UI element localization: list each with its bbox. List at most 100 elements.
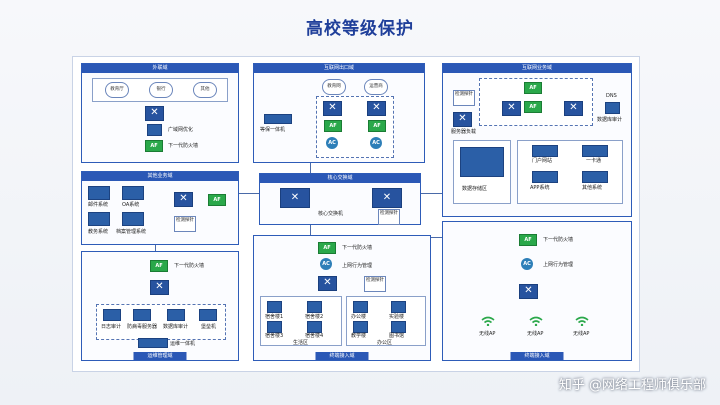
terminal-ac-icon: AC — [320, 258, 332, 270]
other-server-icon — [582, 171, 608, 183]
antivirus-icon — [133, 309, 151, 321]
exit-ac-left-icon: AC — [326, 137, 338, 149]
wifi-ap-1-icon — [481, 316, 495, 326]
load-balancer-icon: ✕ — [453, 112, 472, 127]
core-switch-left-icon: ✕ — [280, 188, 310, 208]
cloud-edu-network: 教育网 — [322, 79, 346, 95]
office-area: 办公楼 实验楼 教学楼 图书馆 办公区 — [346, 296, 426, 346]
dorm-1-label: 宿舍楼1 — [265, 314, 284, 320]
zone-internet-business-title: 互联网业务域 — [443, 64, 631, 73]
wifi-ap-3-icon — [575, 316, 589, 326]
ops-firewall-icon: AF — [150, 260, 168, 272]
storage-icon — [460, 147, 504, 177]
wifi-ap-2-label: 无线AP — [527, 331, 544, 337]
db-audit-icon — [167, 309, 185, 321]
dorm-2-label: 宿舍楼2 — [305, 314, 324, 320]
server-archive-icon — [122, 212, 144, 226]
core-switch-right-icon: ✕ — [372, 188, 402, 208]
wireless-switch-icon: ✕ — [519, 284, 538, 299]
zone-ops: AF 下一代防火墙 ✕ 日志审计 防病毒服务器 数据库审计 堡垒机 运维一体机 … — [81, 251, 239, 361]
terminal-ac-label: 上网行为管理 — [342, 263, 373, 269]
office-3-icon — [353, 321, 368, 333]
server-academic-label: 教务系统 — [88, 229, 109, 235]
dorm-4-icon — [307, 321, 322, 333]
dorm-3-icon — [267, 321, 282, 333]
zone-external: 外联域 教育厅 银行 其他 ✕ 广域网优化 AF 下一代防火墙 — [81, 63, 239, 163]
other-business-probe: 检测探针 — [174, 216, 196, 232]
link-core-terminal — [310, 223, 311, 235]
ops-switch-icon: ✕ — [150, 280, 169, 295]
core-switch-label: 核心交换机 — [318, 211, 344, 217]
wan-optimizer-label: 广域网优化 — [168, 127, 194, 133]
dorm-4-label: 宿舍楼4 — [305, 333, 324, 339]
cloud-other: 其他 — [193, 82, 217, 98]
cloud-bank: 银行 — [149, 82, 173, 98]
server-oa-icon — [122, 186, 144, 200]
zone-wireless-access-title: 终端接入域 — [510, 352, 564, 360]
wifi-ap-2-icon — [529, 316, 543, 326]
terminal-probe: 检测探针 — [364, 276, 386, 292]
network-diagram: 外联域 教育厅 银行 其他 ✕ 广域网优化 AF 下一代防火墙 互联网出口域 教… — [72, 56, 640, 372]
portal-server-icon — [532, 145, 558, 157]
external-cloud-group: 教育厅 银行 其他 — [92, 78, 228, 102]
business-core-group: AF ✕ ✕ AF — [479, 78, 593, 126]
zone-other-business-title: 其他业务域 — [82, 172, 238, 181]
bastion-label: 堡垒机 — [201, 324, 217, 330]
ops-appliance-icon — [138, 338, 168, 348]
exit-firewall-right-icon: AF — [368, 120, 386, 132]
other-business-switch-icon: ✕ — [174, 192, 193, 207]
service-portal: 门户网站 — [532, 158, 553, 164]
server-mail-label: 邮件系统 — [88, 202, 109, 208]
log-audit-icon — [103, 309, 121, 321]
storage-label: 数据存储区 — [462, 186, 488, 192]
business-switch-right-icon: ✕ — [564, 101, 583, 116]
link-external-core — [238, 193, 260, 194]
wireless-firewall-icon: AF — [519, 234, 537, 246]
zone-internet-business: 互联网业务域 检测探针 AF ✕ ✕ AF DNS 数据库审计 ✕ 服务器负载 … — [442, 63, 632, 217]
office-2-label: 实验楼 — [389, 314, 405, 320]
office-3-label: 教学楼 — [351, 333, 367, 339]
bastion-icon — [199, 309, 217, 321]
server-oa-label: OA系统 — [122, 202, 140, 208]
cloud-education-dept: 教育厅 — [105, 82, 129, 98]
compliance-appliance-label: 等保一体机 — [260, 127, 286, 133]
link-exit-core — [310, 161, 311, 173]
wifi-ap-3-label: 无线AP — [573, 331, 590, 337]
compliance-appliance-icon — [264, 114, 292, 124]
server-mail-icon — [88, 186, 110, 200]
ops-server-group: 日志审计 防病毒服务器 数据库审计 堡垒机 — [96, 304, 226, 340]
dorm-1-icon — [267, 301, 282, 313]
zone-internet-exit-title: 互联网出口域 — [254, 64, 424, 73]
service-app: APP系统 — [530, 185, 550, 191]
load-balancer-label: 服务器负载 — [451, 129, 477, 135]
ops-firewall-label: 下一代防火墙 — [174, 263, 205, 269]
service-other: 其他系统 — [582, 185, 603, 191]
office-1-label: 办公楼 — [351, 314, 367, 320]
office-area-label: 办公区 — [377, 340, 393, 346]
db-audit-caption: 数据库审计 — [597, 117, 623, 123]
watermark: 网络工程师俱乐部 — [559, 374, 706, 393]
zone-terminal-access-title: 终端接入域 — [315, 352, 369, 360]
app-server-icon — [532, 171, 558, 183]
services-area: 门户网站 一卡通 APP系统 其他系统 — [517, 140, 623, 204]
exit-firewall-left-icon: AF — [324, 120, 342, 132]
business-firewall-icon: AF — [524, 82, 542, 94]
log-audit-label: 日志审计 — [101, 324, 122, 330]
dns-label: DNS — [606, 93, 617, 99]
office-4-label: 图书馆 — [389, 333, 405, 339]
wireless-firewall-label: 下一代防火墙 — [543, 237, 574, 243]
living-area-label: 生活区 — [293, 340, 309, 346]
zone-other-business: 其他业务域 邮件系统 OA系统 教务系统 档案管理系统 ✕ AF 检测探针 — [81, 171, 239, 245]
zone-core-title: 核心交换域 — [260, 174, 420, 183]
service-card: 一卡通 — [586, 158, 602, 164]
zone-ops-title: 运维管理域 — [133, 352, 187, 360]
zone-wireless-access: AF 下一代防火墙 AC 上网行为管理 ✕ 无线AP 无线AP 无线AP 终端接… — [442, 221, 632, 361]
terminal-switch-icon: ✕ — [318, 276, 337, 291]
zone-terminal-access: AF 下一代防火墙 AC 上网行为管理 ✕ 检测探针 宿舍楼1 宿舍楼2 宿舍楼… — [253, 235, 431, 361]
external-firewall-label: 下一代防火墙 — [168, 143, 199, 149]
storage-area: 数据存储区 — [453, 140, 511, 204]
business-switch-left-icon: ✕ — [502, 101, 521, 116]
cloud-carrier: 运营商 — [364, 79, 388, 95]
router-icon: ✕ — [145, 106, 164, 121]
wifi-ap-1-label: 无线AP — [479, 331, 496, 337]
